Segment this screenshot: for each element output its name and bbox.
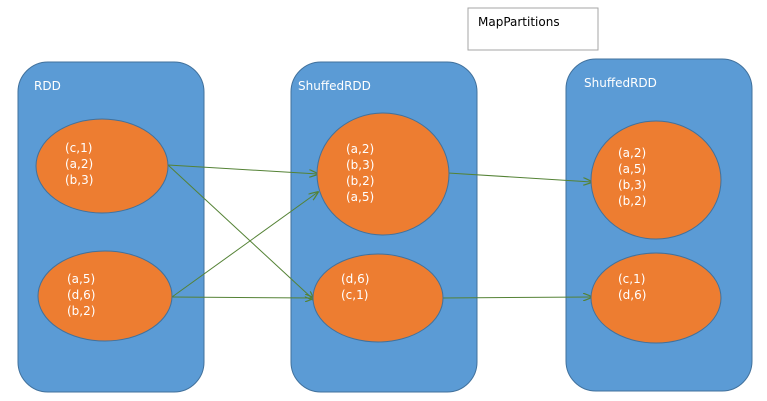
stage-container-rdd [17, 61, 205, 393]
partition-item: (a,5) [346, 190, 374, 204]
partition-item: (b,3) [618, 178, 646, 192]
partition-item: (a,2) [346, 142, 374, 156]
operation-label: MapPartitions [478, 15, 560, 29]
partition-item: (d,6) [67, 288, 95, 302]
edge-rdd-p1-to-shuffled1-p1 [171, 297, 314, 298]
partition-item: (b,3) [346, 158, 374, 172]
partition-shuffled2-1 [590, 252, 722, 344]
operation-label-box [467, 7, 599, 51]
edge-shuffled1-p1-to-shuffled2-p1 [441, 297, 592, 298]
partition-item: (d,6) [341, 272, 369, 286]
edge-rdd-p1-to-shuffled1-p0 [171, 192, 318, 298]
partition-item: (b,2) [618, 194, 646, 208]
partition-item: (a,2) [65, 157, 93, 171]
partition-item: (a,5) [618, 162, 646, 176]
partition-rdd-0 [35, 118, 169, 214]
partition-item: (b,3) [65, 173, 93, 187]
partition-item: (c,1) [341, 288, 368, 302]
partition-item: (a,5) [67, 272, 95, 286]
partition-item: (c,1) [618, 272, 645, 286]
partition-item: (b,2) [67, 304, 95, 318]
stage-label-rdd: RDD [34, 79, 61, 93]
edge-rdd-p0-to-shuffled1-p0 [167, 164, 318, 174]
partition-shuffled1-0 [316, 112, 450, 236]
partition-item: (c,1) [65, 141, 92, 155]
partition-shuffled2-0 [590, 120, 722, 240]
partition-item: (a,2) [618, 146, 646, 160]
edge-rdd-p0-to-shuffled1-p1 [167, 164, 314, 300]
stage-label-shuffled-2: ShuffedRDD [584, 76, 657, 90]
partition-rdd-1 [37, 250, 173, 342]
partition-item: (d,6) [618, 288, 646, 302]
edge-shuffled1-p0-to-shuffled2-p0 [447, 172, 592, 182]
edges [167, 164, 592, 300]
stage-label-shuffled-1: ShuffedRDD [298, 79, 371, 93]
partition-item: (b,2) [346, 174, 374, 188]
partition-shuffled1-1 [312, 253, 444, 343]
